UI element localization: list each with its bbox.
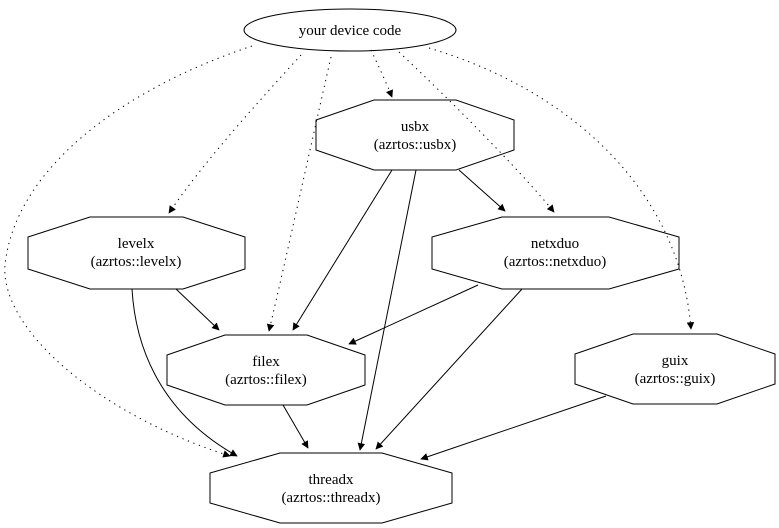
edge-device-levelx [168,54,302,214]
node-device: your device code [243,8,457,52]
edges [4,45,695,461]
guix-sublabel: (azrtos::guix) [635,371,716,387]
guix-octagon [574,333,776,405]
node-guix: guix (azrtos::guix) [574,333,776,405]
node-filex: filex (azrtos::filex) [166,334,366,406]
usbx-octagon [315,99,515,171]
filex-octagon [166,334,366,406]
edge-usbx-filex [292,169,393,331]
edge-usbx-threadx [357,169,417,451]
threadx-octagon [209,452,453,524]
edge-device-filex [266,56,332,332]
edge-guix-threadx [420,395,607,461]
levelx-sublabel: (azrtos::levelx) [91,254,182,270]
device-ellipse [243,8,457,52]
edge-usbx-netxduo [458,169,506,212]
usbx-sublabel: (azrtos::usbx) [374,137,456,153]
edge-netxduo-threadx [375,288,523,450]
node-netxduo: netxduo (azrtos::netxduo) [431,216,680,290]
threadx-label: threadx [309,472,354,488]
netxduo-label: netxduo [531,236,579,252]
usbx-label: usbx [401,119,430,135]
edge-filex-threadx [282,404,309,449]
node-levelx: levelx (azrtos::levelx) [27,216,246,290]
node-usbx: usbx (azrtos::usbx) [315,99,515,171]
netxduo-octagon [431,216,680,290]
edge-device-usbx [370,49,393,98]
levelx-label: levelx [118,236,155,252]
filex-label: filex [252,354,280,370]
netxduo-sublabel: (azrtos::netxduo) [504,254,606,270]
threadx-sublabel: (azrtos::threadx) [281,490,380,506]
edge-netxduo-filex [348,284,479,345]
edge-levelx-filex [175,288,220,331]
node-threadx: threadx (azrtos::threadx) [209,452,453,524]
device-label: your device code [299,23,402,39]
guix-label: guix [662,353,689,369]
edge-device-guix [428,47,695,330]
levelx-octagon [27,216,246,290]
filex-sublabel: (azrtos::filex) [225,372,307,388]
edge-levelx-threadx [131,288,238,457]
